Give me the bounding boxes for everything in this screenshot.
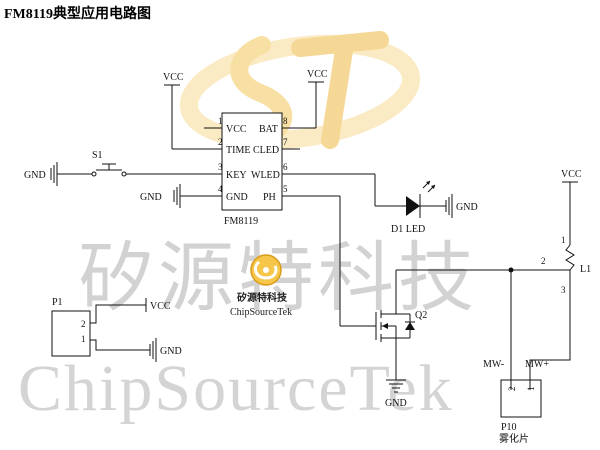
badge-chinese: 矽源特科技 [237, 291, 288, 304]
ic-fm8119: 1 VCC 2 TIME 3 KEY 4 GND 8 BAT 7 CLED 6 … [172, 112, 300, 227]
gnd-ic-label: GND [140, 192, 162, 203]
ic-pin-name-ph: PH [263, 192, 276, 203]
mw-minus-label: MW- [483, 359, 504, 370]
connector-p10: 2 1 MW- MW+ P10 雾化片 [483, 359, 549, 445]
vcc-top-left-label: VCC [163, 72, 184, 83]
mosfet-q2: Q2 GND [375, 270, 427, 409]
led-d1: GND D1 LED [300, 173, 478, 235]
ic-pin-name-bat: BAT [259, 124, 278, 135]
connector-p1: P1 2 1 VCC GND [51, 297, 182, 362]
ph-to-gate-net [300, 195, 376, 327]
vcc-right-label: VCC [561, 169, 582, 180]
ic-pin-num-2: 2 [218, 137, 223, 147]
ic-pin-num-7: 7 [283, 137, 288, 147]
l1-pin3-label: 3 [561, 285, 566, 295]
switch-label: S1 [92, 150, 103, 161]
drain-net [396, 267, 570, 380]
p1-label: P1 [52, 297, 63, 308]
ic-pin-num-8: 8 [283, 116, 288, 126]
watermark-logo [179, 31, 421, 150]
badge-english: ChipSourceTek [230, 307, 292, 318]
p10-desc-label: 雾化片 [499, 432, 529, 445]
inductor-l1: VCC L1 1 2 3 [529, 169, 591, 380]
p10-pin2-label: 2 [507, 387, 517, 392]
ic-pin-num-1: 1 [218, 116, 223, 126]
page-title: FM8119典型应用电路图 [4, 5, 151, 22]
ic-pin-num-4: 4 [218, 184, 223, 194]
inductor-label: L1 [580, 264, 591, 275]
p1-pin1-label: 1 [81, 334, 86, 344]
ic-pin-name-time: TIME [226, 145, 250, 156]
vcc-top-right-label: VCC [307, 69, 328, 80]
watermark-english: ChipSourceTek [18, 352, 454, 425]
gnd-q2-label: GND [385, 398, 407, 409]
gnd-led-label: GND [456, 202, 478, 213]
ic-pin-name-gnd: GND [226, 192, 248, 203]
p10-label: P10 [501, 422, 517, 433]
company-badge: 矽源特科技 ChipSourceTek [230, 254, 292, 318]
ic-pin-name-cled: CLED [253, 145, 279, 156]
gnd-p1-label: GND [160, 346, 182, 357]
switch-s1: GND S1 [24, 150, 204, 186]
ic-pin-num-3: 3 [218, 162, 223, 172]
l1-pin1-label: 1 [561, 235, 566, 245]
ic-pin-num-6: 6 [283, 162, 288, 172]
ic-pin-name-wled: WLED [251, 170, 280, 181]
ic-gnd-net: GND [140, 184, 204, 208]
mw-plus-label: MW+ [525, 359, 549, 370]
vcc-top-right-net: VCC [300, 69, 328, 129]
led-label: D1 LED [391, 224, 425, 235]
gnd-switch-label: GND [24, 170, 46, 181]
ic-pin-num-5: 5 [283, 184, 288, 194]
vcc-p1-label: VCC [150, 301, 171, 312]
transistor-label: Q2 [415, 310, 427, 321]
p1-pin2-label: 2 [81, 319, 86, 329]
vcc-top-left-net: VCC [163, 72, 184, 149]
ic-pin-name-vcc: VCC [226, 124, 247, 135]
p10-pin1-label: 1 [526, 387, 536, 392]
ic-name: FM8119 [224, 216, 258, 227]
ic-pin-name-key: KEY [226, 170, 247, 181]
l1-pin2-label: 2 [541, 256, 546, 266]
